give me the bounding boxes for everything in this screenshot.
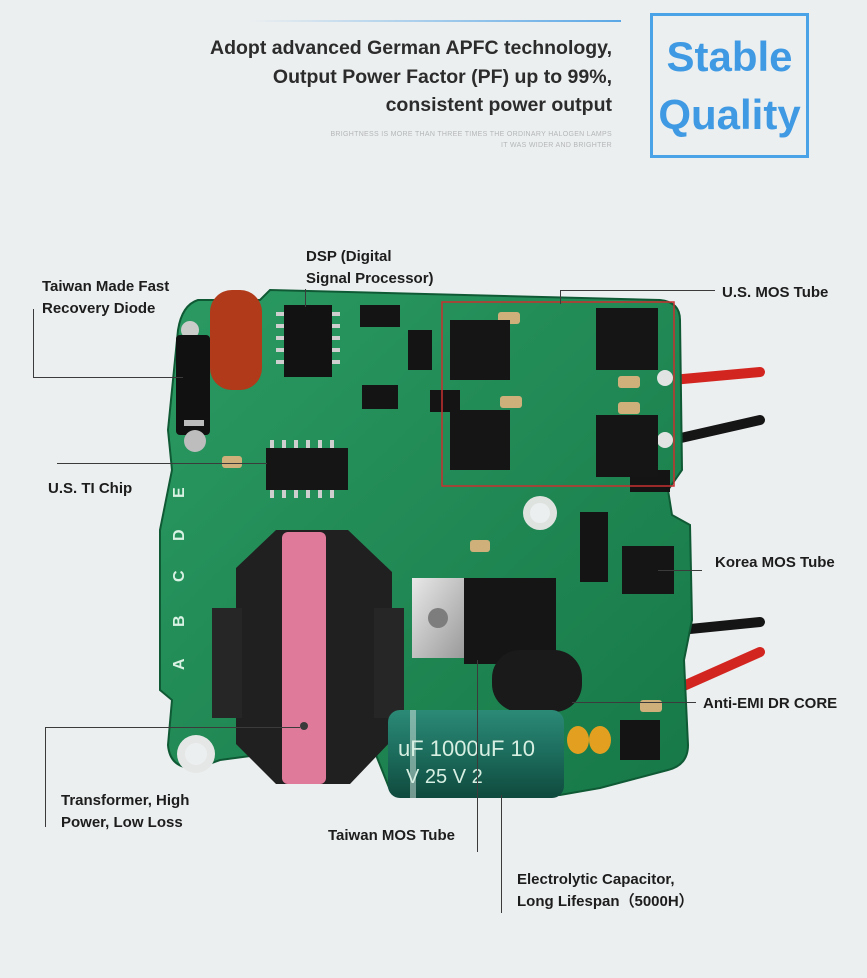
- badge-line-1: Stable: [666, 33, 793, 80]
- ti-chip: [266, 440, 348, 498]
- label-taiwan-mos-tube: Taiwan MOS Tube: [328, 827, 455, 844]
- callout-line-korea-mos: [658, 570, 702, 571]
- label-fast-recovery-diode: Taiwan Made Fast Recovery Diode: [42, 278, 170, 317]
- callout-line-ti-chip: [57, 463, 267, 464]
- us-mos-tubes: [450, 308, 658, 477]
- svg-text:B: B: [171, 615, 188, 627]
- label-korea-mos-tube: Korea MOS Tube: [715, 554, 835, 571]
- callout-line-transformer-v: [45, 727, 46, 827]
- transformer: [212, 530, 404, 784]
- svg-text:E: E: [171, 487, 188, 498]
- callout-line-diode-h: [33, 377, 183, 378]
- capacitor-print-1: uF 1000uF 10: [398, 736, 535, 761]
- callout-line-diode-v: [33, 309, 34, 378]
- callout-line-anti-emi: [572, 702, 696, 703]
- callout-line-us-mos-v: [560, 290, 561, 304]
- label-anti-emi: Anti-EMI DR CORE: [703, 695, 838, 712]
- svg-text:C: C: [171, 570, 188, 582]
- label-dsp: DSP (Digital Signal Processor): [306, 248, 434, 287]
- callout-line-us-mos-h: [560, 290, 715, 291]
- label-transformer: Transformer, High Power, Low Loss: [61, 792, 190, 831]
- headline-text: Adopt advanced German APFC technology, O…: [210, 37, 612, 116]
- dsp-chip: [276, 305, 340, 377]
- anti-emi-inductor: [492, 650, 582, 712]
- electrolytic-capacitor: [388, 710, 564, 798]
- capacitor-print-2: V 25 V 2: [406, 766, 483, 788]
- svg-text:A: A: [171, 658, 188, 670]
- mounting-holes: [177, 321, 673, 773]
- svg-text:D: D: [171, 529, 188, 541]
- stable-quality-badge: Stable Quality: [650, 13, 809, 158]
- callout-line-capacitor: [501, 795, 502, 913]
- label-us-mos-tube: U.S. MOS Tube: [722, 284, 829, 301]
- taiwan-mos-tube: [412, 578, 556, 664]
- subtext: BRIGHTNESS IS MORE THAN THREE TIMES THE …: [330, 131, 612, 149]
- header-divider-line: [248, 20, 621, 22]
- label-electrolytic-capacitor: Electrolytic Capacitor, Long Lifespan（50…: [517, 871, 694, 910]
- film-capacitor: [210, 290, 262, 390]
- callout-line-transformer-h: [45, 727, 300, 728]
- callout-line-dsp: [305, 289, 306, 307]
- badge-line-2: Quality: [658, 91, 801, 138]
- callout-line-taiwan-mos: [477, 660, 478, 852]
- us-mos-highlight-box: [441, 301, 675, 487]
- fast-recovery-diode: [176, 335, 210, 452]
- label-us-ti-chip: U.S. TI Chip: [48, 480, 133, 497]
